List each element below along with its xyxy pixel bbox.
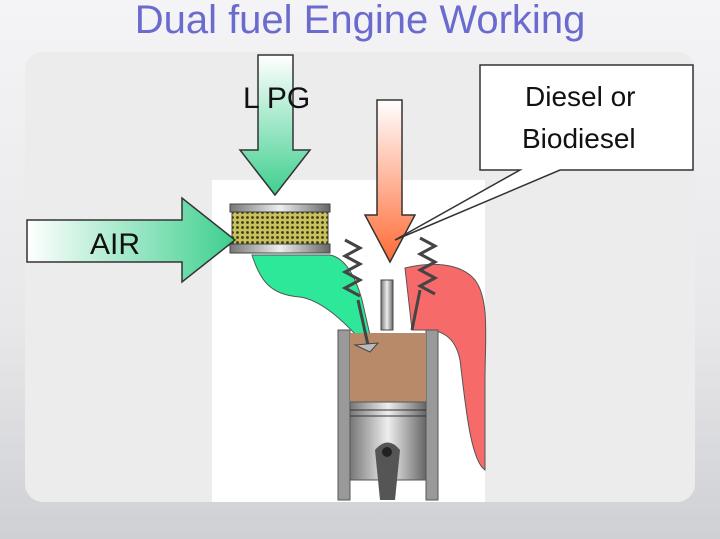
diesel-label-line1: Diesel or: [525, 81, 635, 112]
diesel-arrow: [363, 99, 417, 264]
injector: [380, 279, 394, 331]
exhaust-valve: [410, 236, 439, 331]
connecting-rod: [375, 442, 400, 500]
cylinder-wall-left: [337, 329, 351, 501]
intake-port: [251, 254, 371, 337]
lpg-label: L PG: [243, 82, 310, 115]
diesel-callout: Diesel or Biodiesel: [394, 64, 694, 241]
air-label: AIR: [90, 228, 140, 261]
lpg-arrow: [238, 54, 312, 197]
intake-valve: [341, 238, 380, 353]
cylinder-wall-right: [425, 329, 439, 501]
air-filter: [229, 203, 331, 254]
combustion-chamber: [350, 333, 426, 403]
exhaust-port: [404, 263, 487, 471]
diesel-label-line2: Biodiesel: [522, 123, 636, 154]
slide-title: Dual fuel Engine Working: [134, 0, 586, 42]
air-arrow: [26, 196, 237, 284]
